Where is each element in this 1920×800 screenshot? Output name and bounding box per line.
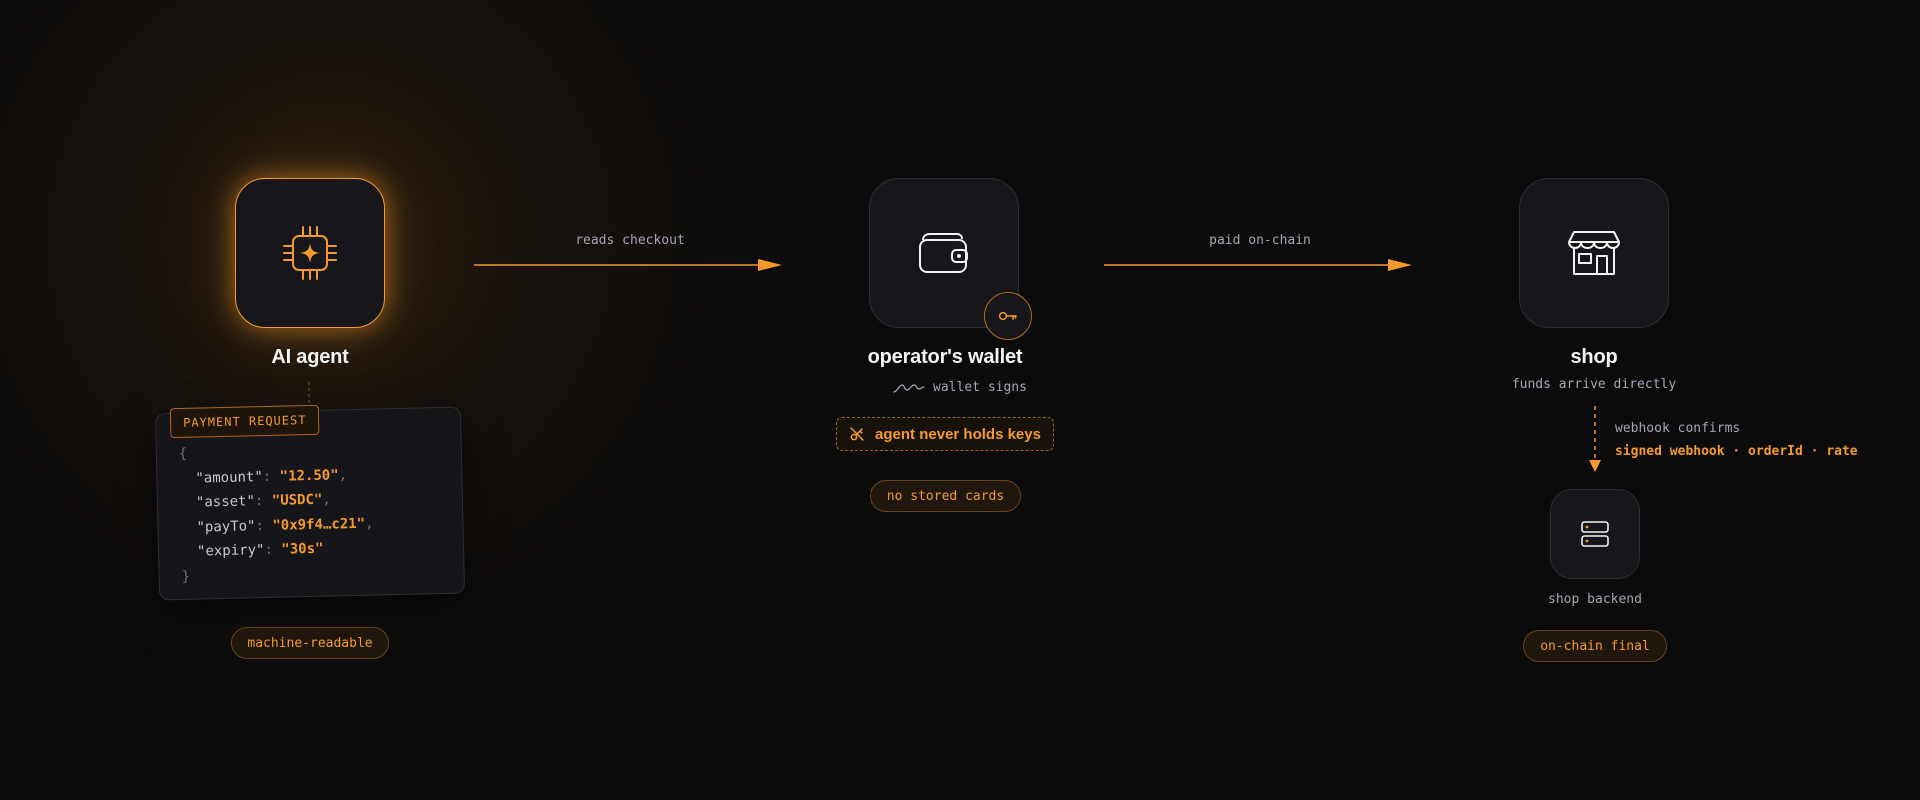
key-off-icon	[850, 427, 864, 441]
code-key: "amount"	[195, 468, 263, 487]
key-icon	[998, 311, 1017, 321]
code-value: "30s"	[281, 540, 324, 558]
server-icon	[1581, 521, 1609, 547]
shop-to-backend-arrow	[1589, 406, 1601, 472]
shop-node[interactable]	[1519, 178, 1669, 328]
funds-arrive-directly-text: funds arrive directly	[1511, 377, 1677, 392]
signed-webhook-detail: signed webhook · orderId · rate	[1615, 444, 1858, 459]
payment-request-card: PAYMENT REQUEST { "amount": "12.50", "as…	[154, 404, 466, 601]
code-value: "0x9f4…c21"	[272, 515, 366, 534]
code-key: "asset"	[195, 493, 256, 511]
operator-wallet-label: operator's wallet	[867, 346, 1023, 368]
webhook-confirms-label: webhook confirms	[1615, 421, 1741, 436]
code-key: "expiry"	[196, 542, 265, 560]
cpu-sparkle-icon	[283, 226, 337, 280]
shop-backend-label: shop backend	[1548, 592, 1642, 607]
reads-checkout-label: reads checkout	[575, 233, 685, 248]
no-stored-cards-badge: no stored cards	[870, 480, 1021, 512]
agent-never-holds-keys-text: agent never holds keys	[875, 425, 1041, 443]
agent-never-holds-keys-badge: agent never holds keys	[836, 417, 1054, 451]
shop-label: shop	[1570, 346, 1618, 368]
payment-request-tag: PAYMENT REQUEST	[169, 404, 320, 439]
code-value: "USDC"	[271, 491, 323, 509]
storefront-icon	[1568, 231, 1620, 275]
agent-to-wallet-arrow	[474, 259, 782, 271]
signature-icon	[893, 383, 925, 393]
code-value: "12.50"	[279, 466, 339, 485]
wallet-signs-row: wallet signs	[860, 380, 1060, 395]
on-chain-final-badge: on-chain final	[1523, 630, 1667, 662]
machine-readable-badge: machine-readable	[231, 627, 389, 659]
paid-on-chain-label: paid on-chain	[1209, 233, 1311, 248]
key-badge	[984, 292, 1032, 340]
wallet-signs-text: wallet signs	[933, 380, 1027, 395]
wallet-to-shop-arrow	[1104, 259, 1412, 271]
ai-agent-node[interactable]	[235, 178, 385, 328]
wallet-icon	[919, 233, 968, 273]
code-key: "payTo"	[196, 517, 256, 536]
shop-backend-node[interactable]	[1550, 489, 1640, 579]
payment-request-code: { "amount": "12.50", "asset": "USDC", "p…	[179, 436, 464, 589]
ai-agent-label: AI agent	[271, 346, 349, 368]
